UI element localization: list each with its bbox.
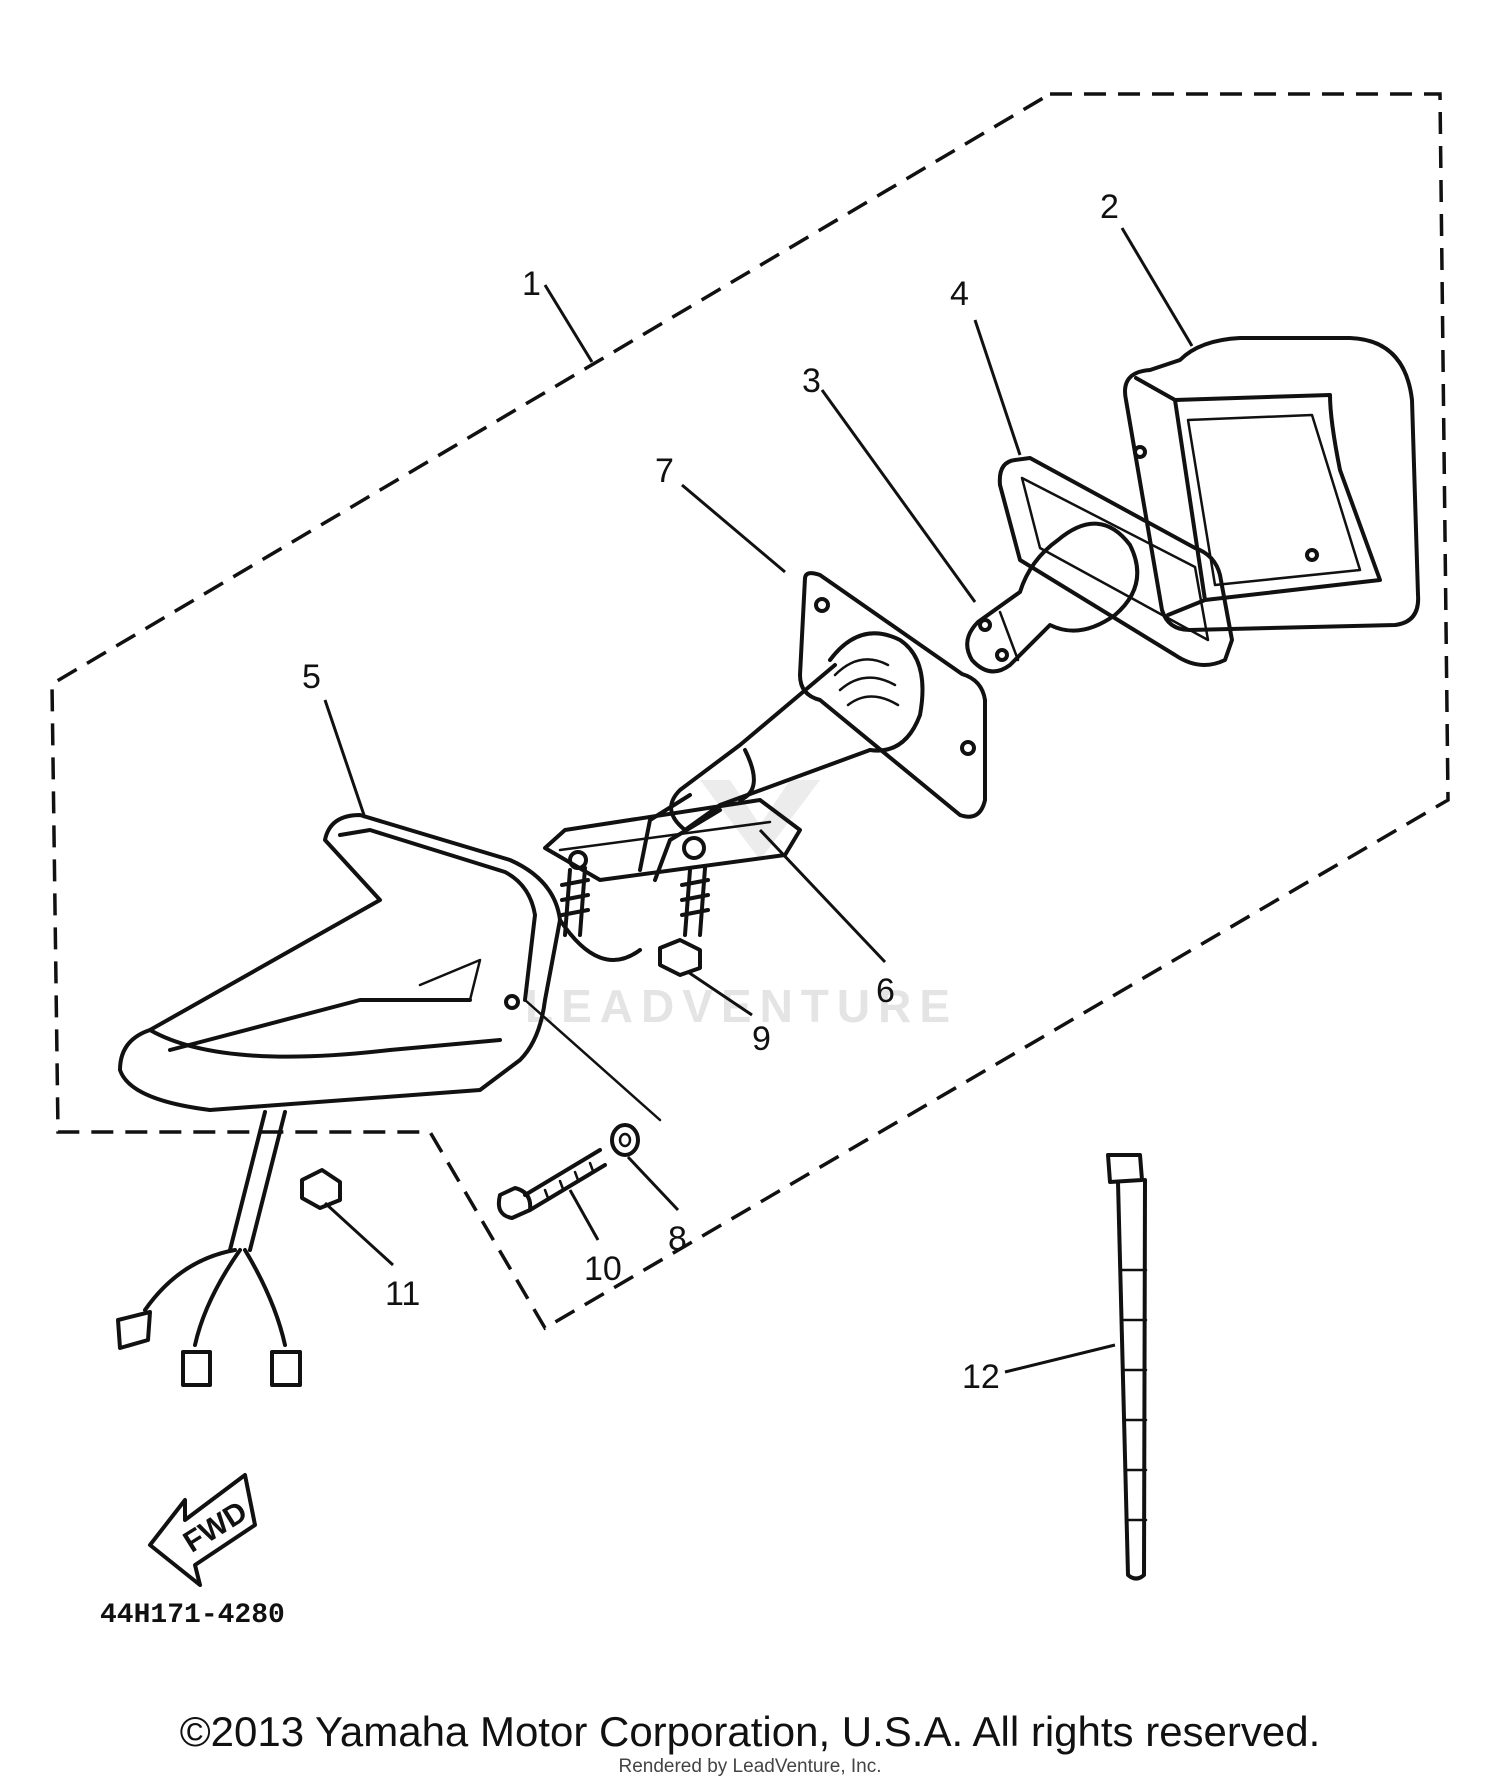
callout-4: 4 <box>950 275 969 313</box>
nut-part-11 <box>300 1168 342 1210</box>
part-code: 44H171-4280 <box>100 1600 285 1631</box>
callout-6: 6 <box>876 972 895 1010</box>
callout-10: 10 <box>584 1250 622 1288</box>
arrow-icon <box>148 1473 257 1587</box>
bracket <box>543 798 802 937</box>
rendered-by-notice: Rendered by LeadVenture, Inc. <box>618 1756 882 1777</box>
assembly-boundary <box>50 92 1450 1331</box>
callout-8: 8 <box>668 1220 687 1258</box>
callouts: 1 2 3 4 5 6 7 8 9 10 11 12 <box>302 188 1119 1396</box>
callout-5: 5 <box>302 658 321 696</box>
socket-plate <box>638 571 987 882</box>
copyright-notice: ©2013 Yamaha Motor Corporation, U.S.A. A… <box>179 1708 1321 1755</box>
screw <box>496 1148 607 1220</box>
wire-harness <box>116 1248 302 1387</box>
callout-12: 12 <box>962 1358 1000 1396</box>
callout-7: 7 <box>655 452 674 490</box>
turn-signal-housing <box>118 813 662 1252</box>
forward-direction-arrow: FWD <box>148 1473 257 1587</box>
lens-housing <box>1123 336 1421 632</box>
cable-tie <box>1106 1153 1148 1581</box>
bulb <box>965 521 1140 674</box>
washer <box>610 1123 640 1157</box>
gasket <box>997 456 1234 667</box>
callout-3: 3 <box>802 362 821 400</box>
nut <box>658 938 702 977</box>
callout-2: 2 <box>1100 188 1119 226</box>
callout-9: 9 <box>752 1020 771 1058</box>
callout-11: 11 <box>385 1275 420 1313</box>
leader-lines <box>323 227 1194 1374</box>
callout-1: 1 <box>522 265 541 303</box>
